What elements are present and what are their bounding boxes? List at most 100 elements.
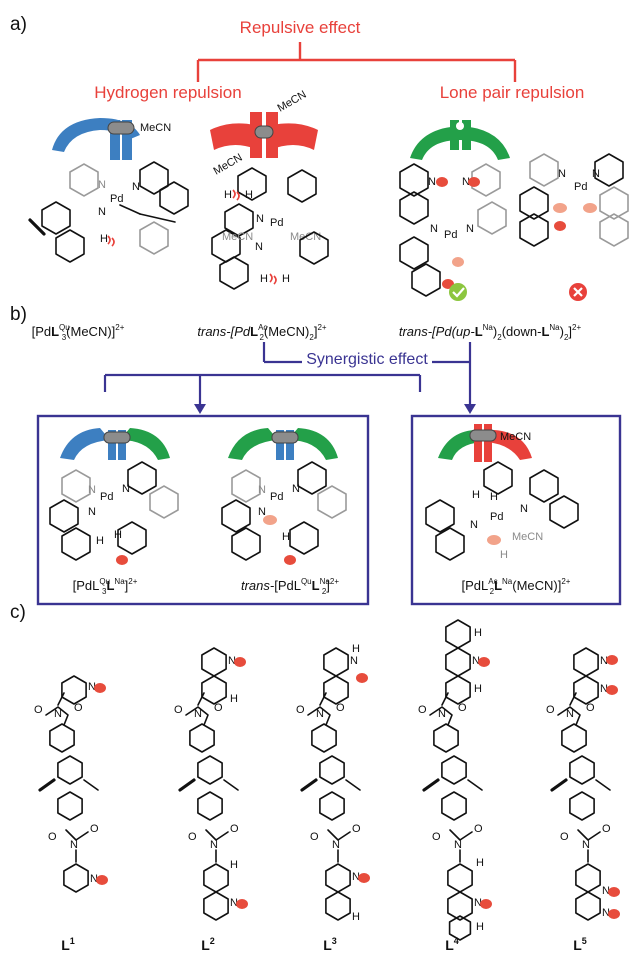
arrow-to-box-right [464, 404, 476, 414]
ligand-label-3: L3 [323, 936, 337, 953]
molecule-pd-lqu3-mecn: N N Pd N H [28, 161, 189, 263]
lone-pair-mark [480, 899, 492, 909]
svg-text:N: N [600, 655, 608, 667]
lone-pair-mark [606, 685, 618, 695]
lone-pair-mark [94, 683, 106, 693]
svg-text:O: O [602, 823, 611, 835]
lone-pair-mark [356, 673, 368, 683]
svg-text:O: O [310, 831, 319, 843]
svg-text:O: O [48, 831, 57, 843]
svg-text:O: O [336, 702, 345, 714]
molecule-pd-lac2-lna-mecn: H H N Pd N MeCN H [425, 461, 579, 561]
svg-text:N: N [122, 483, 130, 495]
svg-text:H: H [474, 683, 482, 695]
repulsive-effect-label: Repulsive effect [240, 18, 361, 37]
svg-text:N: N [88, 484, 96, 496]
arrow-to-box-left [194, 404, 206, 414]
svg-text:O: O [432, 831, 441, 843]
svg-text:H: H [472, 489, 480, 501]
svg-text:N: N [472, 655, 480, 667]
svg-text:N: N [332, 839, 340, 851]
ligand-label-1: L1 [61, 936, 75, 953]
svg-text:O: O [418, 704, 427, 716]
synergistic-effect-label: Synergistic effect [306, 351, 428, 368]
lone-pair-mark [234, 657, 246, 667]
svg-text:N: N [258, 484, 266, 496]
svg-text:N: N [454, 839, 462, 851]
svg-text:H: H [100, 233, 108, 245]
svg-text:O: O [188, 831, 197, 843]
svg-text:N: N [98, 206, 106, 218]
svg-text:N: N [255, 241, 263, 253]
svg-text:MeCN: MeCN [512, 531, 543, 543]
molecule-pd-lna-up-down: N N N Pd N [399, 163, 507, 301]
svg-text:Pd: Pd [270, 217, 283, 229]
svg-text:N: N [600, 683, 608, 695]
svg-text:H: H [474, 627, 482, 639]
svg-text:N: N [350, 655, 358, 667]
svg-text:O: O [296, 704, 305, 716]
svg-text:N: N [466, 223, 474, 235]
svg-text:O: O [586, 702, 595, 714]
svg-text:H: H [476, 921, 484, 933]
svg-text:N: N [602, 907, 610, 919]
svg-text:MeCN: MeCN [212, 152, 245, 178]
svg-text:H: H [476, 857, 484, 869]
svg-text:H: H [500, 549, 508, 561]
lone-pair-mark [96, 875, 108, 885]
svg-text:N: N [558, 168, 566, 180]
lone-pair-mark [606, 655, 618, 665]
lone-pair-mark [608, 887, 620, 897]
lone-pair-mark [478, 657, 490, 667]
svg-text:N: N [194, 708, 202, 720]
svg-text:N: N [462, 176, 470, 188]
cage-icon-green-blue [228, 428, 338, 460]
svg-text:H: H [114, 529, 122, 541]
panel-label-a: a) [10, 14, 27, 35]
svg-text:N: N [592, 168, 600, 180]
svg-text:H: H [490, 491, 498, 503]
molecule-pd-lqu3-lna: N N Pd N H H [49, 461, 179, 565]
complex-label-a3: trans-[Pd(up-LNa)2(down-LNa)2]2+ [399, 323, 582, 342]
svg-text:N: N [438, 708, 446, 720]
svg-text:H: H [260, 273, 268, 285]
svg-text:N: N [98, 179, 106, 191]
svg-text:N: N [88, 506, 96, 518]
svg-text:N: N [210, 839, 218, 851]
panel-label-b: b) [10, 304, 27, 325]
svg-text:H: H [224, 189, 232, 201]
svg-text:H: H [230, 859, 238, 871]
svg-text:N: N [132, 181, 140, 193]
cage-icon-blue-green [60, 428, 170, 460]
svg-text:O: O [352, 823, 361, 835]
svg-text:O: O [230, 823, 239, 835]
cage-icon-green [410, 120, 510, 160]
svg-text:H: H [282, 273, 290, 285]
svg-text:H: H [230, 693, 238, 705]
svg-text:O: O [214, 702, 223, 714]
svg-text:N: N [566, 708, 574, 720]
ligand-label-2: L2 [201, 936, 215, 953]
panel-label-c: c) [10, 602, 26, 623]
molecule-pd-lna-clash: N Pd N [519, 153, 629, 301]
svg-text:N: N [430, 223, 438, 235]
molecule-pd-lqu-lna2: N N Pd N H [221, 461, 347, 565]
svg-text:Pd: Pd [490, 511, 503, 523]
ligand-label-4: L4 [445, 936, 459, 953]
svg-text:Pd: Pd [574, 181, 587, 193]
synergy-box-left [36, 414, 370, 606]
pd-atom: Pd [110, 193, 123, 205]
svg-text:N: N [88, 681, 96, 693]
svg-text:N: N [256, 213, 264, 225]
repulsive-tree [196, 42, 517, 82]
svg-text:N: N [470, 519, 478, 531]
svg-text:N: N [54, 708, 62, 720]
cage-icon-green-red-mecn: MeCN [438, 424, 532, 462]
hydrogen-repulsion-label: Hydrogen repulsion [94, 83, 241, 102]
